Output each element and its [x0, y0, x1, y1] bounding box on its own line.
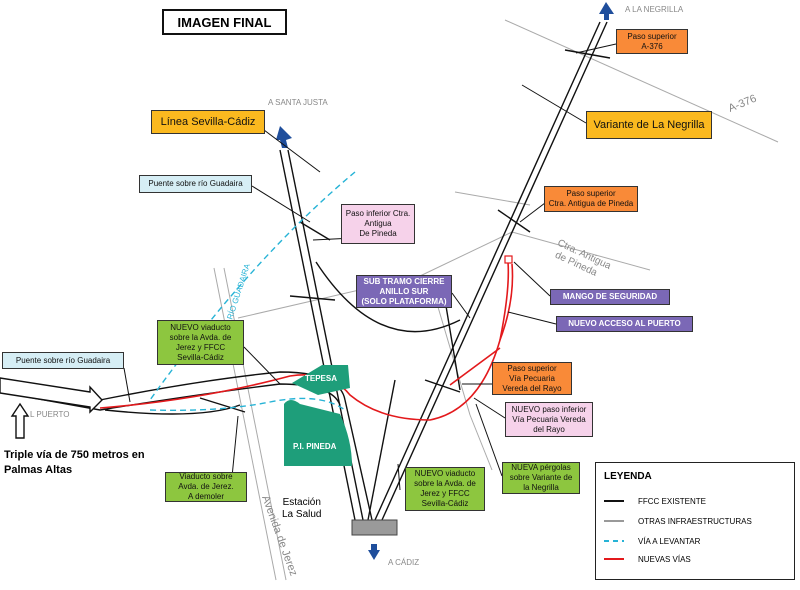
- legend-label: NUEVAS VÍAS: [638, 554, 691, 564]
- box-nuevo-acceso: NUEVO ACCESO AL PUERTO: [556, 316, 693, 332]
- label-ctra-antigua: Ctra. Antigua de Pineda: [550, 238, 615, 284]
- box-paso-superior-vereda: Paso superior Vía Pecuaria Vereda del Ra…: [492, 362, 572, 395]
- legend-label: FFCC EXISTENTE: [638, 496, 707, 506]
- box-mango-seguridad: MANGO DE SEGURIDAD: [550, 289, 670, 305]
- up-arrow: [10, 402, 30, 439]
- station-building: [351, 519, 398, 536]
- label-a376: A-376: [727, 93, 759, 115]
- box-puente-guadaira-left: Puente sobre río Guadaira: [2, 352, 124, 369]
- station-label: Estación La Salud: [282, 497, 322, 520]
- new-tracks: [99, 261, 514, 421]
- area-label-pi-pineda: P.I. PINEDA: [293, 442, 337, 451]
- diagram-title: IMAGEN FINAL: [162, 9, 287, 35]
- box-paso-superior-a376: Paso superior A-376: [616, 29, 688, 54]
- box-linea-sevilla-cadiz: Línea Sevilla-Cádiz: [151, 110, 265, 134]
- box-puente-guadaira-top: Puente sobre río Guadaira: [139, 175, 252, 193]
- area-tepesa: [292, 365, 350, 395]
- legend-row-other: OTRAS INFRAESTRUCTURAS: [604, 515, 794, 527]
- box-paso-inferior-pineda: Paso inferior Ctra. Antigua De Pineda: [341, 204, 415, 244]
- box-nueva-pergolas: NUEVA pérgolas sobre Variante de la Negr…: [502, 462, 580, 494]
- legend-row-existing: FFCC EXISTENTE: [604, 495, 794, 507]
- area-label-tepesa: TEPESA: [305, 374, 337, 383]
- direction-santa-justa: A SANTA JUSTA: [268, 98, 328, 107]
- safety-siding-end: [504, 255, 513, 264]
- box-nuevo-viaducto-bottom: NUEVO viaducto sobre la Avda. de Jerez y…: [405, 467, 485, 511]
- area-pi-pineda: [284, 400, 352, 466]
- direction-negrilla: A LA NEGRILLA: [625, 5, 684, 14]
- direction-arrows: [276, 2, 614, 560]
- direction-cadiz: A CÁDIZ: [388, 558, 420, 567]
- box-nuevo-paso-inferior: NUEVO paso inferior Vía Pecuaria Vereda …: [505, 402, 593, 437]
- legend-row-new: NUEVAS VÍAS: [604, 553, 794, 565]
- legend-symbol: [604, 540, 624, 542]
- legend-row-removed: VÍA A LEVANTAR: [604, 535, 794, 547]
- box-sub-tramo: SUB TRAMO CIERRE ANILLO SUR (SOLO PLATAF…: [356, 275, 452, 308]
- label-rio-guadaira: RÍO GUADAIRA: [225, 262, 252, 321]
- west-arrow: [0, 377, 103, 414]
- box-viaducto-demoler: Viaducto sobre Avda. de Jerez. A demoler: [165, 472, 247, 502]
- legend: LEYENDA FFCC EXISTENTE OTRAS INFRAESTRUC…: [595, 462, 795, 580]
- legend-symbol: [604, 558, 624, 560]
- direction-puerto: L PUERTO: [30, 410, 70, 419]
- legend-symbol: [604, 520, 624, 522]
- note-triple-via: Triple vía de 750 metros en Palmas Altas: [4, 449, 145, 476]
- legend-symbol: [604, 500, 624, 502]
- box-paso-superior-pineda: Paso superior Ctra. Antigua de Pineda: [544, 186, 638, 212]
- legend-label: VÍA A LEVANTAR: [638, 536, 701, 546]
- legend-label: OTRAS INFRAESTRUCTURAS: [638, 516, 752, 526]
- box-nuevo-viaducto-top: NUEVO viaducto sobre la Avda. de Jerez y…: [157, 320, 244, 365]
- box-variante-negrilla: Variante de La Negrilla: [586, 111, 712, 139]
- legend-title: LEYENDA: [604, 471, 652, 482]
